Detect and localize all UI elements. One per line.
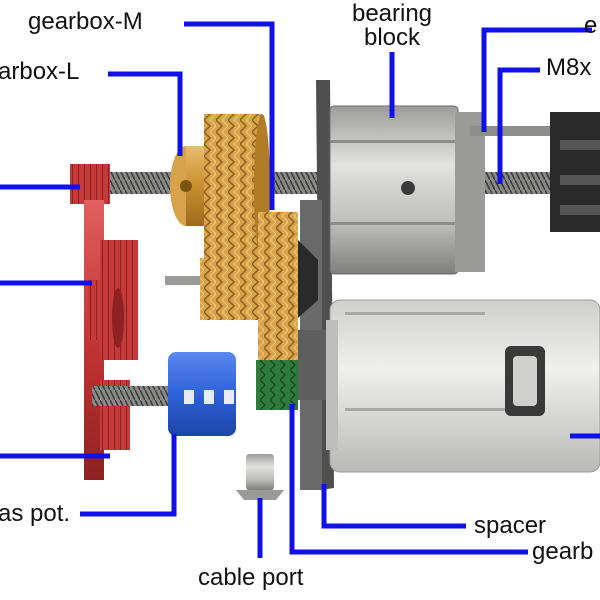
label-cable-port: cable port	[198, 564, 304, 591]
coupler-ring-2	[560, 175, 600, 185]
leader-lines	[0, 21, 600, 558]
bearing-block-seam-top	[330, 140, 458, 143]
gearbox-M-gear	[170, 114, 270, 260]
blue-pot	[168, 352, 236, 436]
gearbox-L-gear	[258, 212, 298, 362]
leader-m8x	[497, 67, 540, 184]
pot-window-1	[184, 390, 194, 404]
motor-stripe	[345, 312, 485, 315]
coupler-ring-1	[560, 140, 600, 150]
label-e: e	[584, 12, 598, 39]
cable-port	[236, 454, 284, 500]
motor-front-cap	[326, 320, 338, 450]
label-gearb: gearb	[532, 538, 594, 565]
motor-vent-inner	[513, 356, 537, 406]
leader-e	[481, 27, 592, 132]
label-m8x: M8x	[546, 54, 592, 81]
bearing-block-hole	[401, 181, 415, 195]
leader-gearbox-m	[184, 21, 275, 210]
bearing-block-back	[455, 112, 485, 272]
coupler-ring-3	[560, 205, 600, 215]
motor-body	[329, 299, 600, 473]
label-bearing-block-line2: block	[363, 24, 421, 51]
bearing-block	[329, 105, 459, 275]
pot-window-2	[204, 390, 214, 404]
leader-gearb	[289, 404, 528, 555]
leader-spacer	[321, 484, 466, 529]
label-gearbox-m: gearbox-M	[28, 8, 143, 35]
leader-pot	[80, 434, 177, 517]
leader-gearbox-l	[108, 71, 183, 156]
rail-bar	[470, 126, 600, 136]
label-spacer: spacer	[474, 512, 547, 539]
short-rod-left	[165, 276, 225, 285]
bearing-block-seam-bottom	[330, 222, 458, 225]
label-pot: as pot.	[0, 500, 71, 527]
red-gear-stack	[70, 164, 138, 480]
bevel-hub	[298, 240, 318, 318]
label-gearbox-l: arbox-L	[0, 58, 80, 85]
label-bearing-block-line1: bearing	[351, 0, 433, 27]
pot-shaft	[92, 386, 172, 406]
green-gear	[256, 360, 298, 410]
pot-window-3	[224, 390, 234, 404]
gearbox-lower-gold	[200, 258, 262, 320]
motor-stripe-2	[345, 408, 505, 411]
